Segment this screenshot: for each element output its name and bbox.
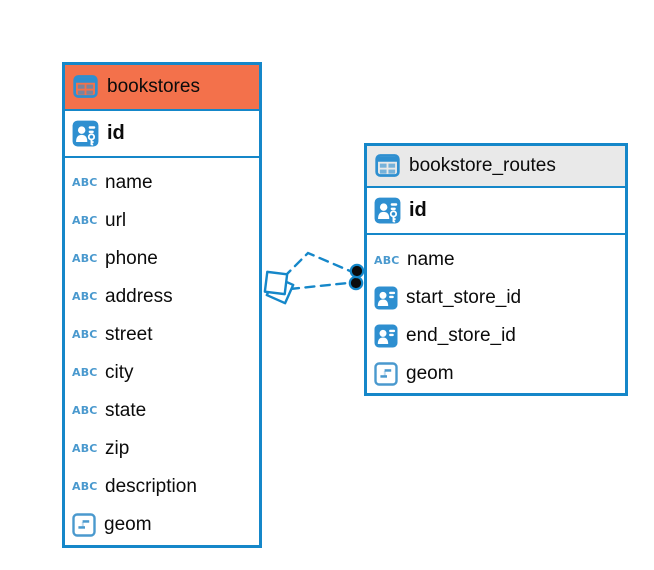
table-icon [375,154,400,178]
column-row-pk[interactable]: id [65,111,259,158]
relationship-endpoint-dot[interactable] [348,275,364,291]
geometry-type-icon [72,512,96,537]
relationship-line-start-store[interactable] [282,251,352,279]
column-label: zip [105,437,130,459]
column-list: ABC name start_store_id end_store_id geo… [367,235,625,397]
column-label: geom [406,363,454,384]
column-row[interactable]: ABC street [65,316,259,354]
table-header-bookstore-routes[interactable]: bookstore_routes [367,146,625,188]
text-type-icon: ABC [72,404,98,417]
column-label: name [407,249,455,270]
column-label: url [105,209,127,231]
relationship-source-marker-front[interactable] [263,270,289,296]
text-type-icon: ABC [72,290,98,303]
column-row[interactable]: ABC state [65,392,259,430]
column-row[interactable]: end_store_id [367,317,625,355]
text-type-icon: ABC [72,176,98,189]
column-label: phone [105,247,158,269]
text-type-icon: ABC [72,366,98,379]
primary-key-icon [374,196,401,224]
column-label: description [105,475,197,497]
column-label: name [105,171,153,193]
column-row[interactable]: geom [367,355,625,393]
foreign-key-icon [374,286,398,310]
column-row[interactable]: ABC address [65,278,259,316]
text-type-icon: ABC [72,442,98,455]
column-row[interactable]: ABC name [65,164,259,202]
column-label: end_store_id [406,325,516,346]
table-icon [73,75,98,99]
table-title: bookstore_routes [409,154,556,176]
relationship-source-marker-back[interactable] [265,275,295,305]
column-row[interactable]: ABC city [65,354,259,392]
column-label: address [105,285,173,307]
text-type-icon: ABC [72,252,98,265]
column-row[interactable]: ABC phone [65,240,259,278]
column-row[interactable]: ABC url [65,202,259,240]
relationship-endpoint-dot[interactable] [349,263,365,279]
table-title: bookstores [107,75,200,97]
table-node-bookstores[interactable]: bookstores id ABC name ABC url ABC phone… [62,62,262,548]
column-row[interactable]: ABC description [65,468,259,506]
column-row[interactable]: ABC name [367,241,625,279]
column-label: start_store_id [406,287,522,308]
column-row[interactable]: geom [65,506,259,544]
column-label: street [105,323,153,345]
column-label: geom [104,513,152,535]
table-node-bookstore-routes[interactable]: bookstore_routes id ABC name start_store… [364,143,628,396]
foreign-key-icon [374,324,398,348]
column-label: id [409,198,427,221]
column-label: id [107,121,125,144]
column-label: state [105,399,147,421]
column-row-pk[interactable]: id [367,188,625,235]
text-type-icon: ABC [72,480,98,493]
text-type-icon: ABC [72,214,98,227]
table-header-bookstores[interactable]: bookstores [65,65,259,111]
primary-key-icon [72,119,99,147]
geometry-type-icon [374,362,398,386]
text-type-icon: ABC [72,328,98,341]
text-type-icon: ABC [374,253,400,267]
relationship-line-end-store[interactable] [288,281,350,291]
column-label: city [105,361,134,383]
column-row[interactable]: ABC zip [65,430,259,468]
column-row[interactable]: start_store_id [367,279,625,317]
column-list: ABC name ABC url ABC phone ABC address A… [65,158,259,548]
